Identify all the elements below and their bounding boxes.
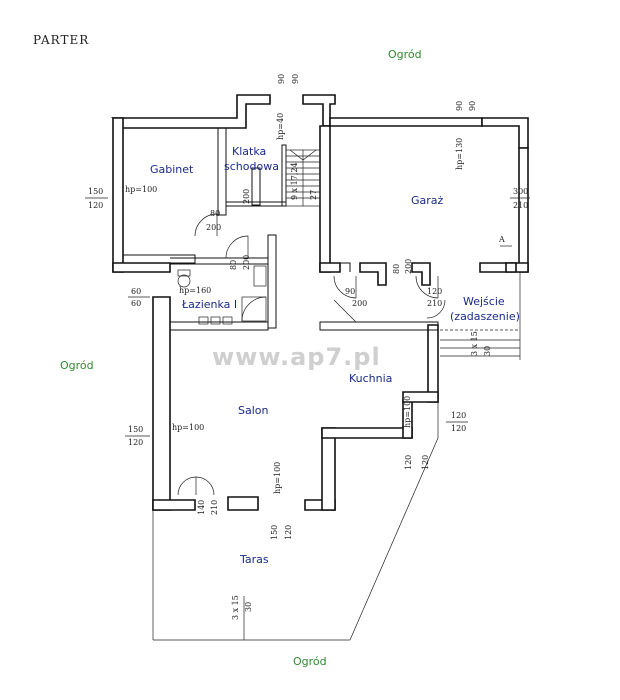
- dim-150-sal: 150: [128, 425, 143, 434]
- dim-hp100-kuch: hp=100: [403, 396, 412, 428]
- wall-right-bay: [481, 117, 529, 149]
- dim-g-90: 90: [345, 287, 355, 296]
- garden-label-left: Ogród: [60, 359, 94, 372]
- wall-gabinet-bottom: [123, 254, 196, 264]
- garden-label-bottom: Ogród: [293, 655, 327, 668]
- wall-left-lower: [152, 296, 171, 511]
- dim-hp160: hp=160: [179, 286, 211, 295]
- room-klatka-line1: Klatka: [232, 145, 266, 158]
- wall-hall-right: [281, 144, 287, 207]
- room-taras: Taras: [239, 553, 269, 566]
- wall-left-upper: [112, 117, 124, 273]
- dim-top-90-b: 90: [291, 74, 300, 84]
- sink-icon: [253, 265, 267, 287]
- dim-60-b: 60: [131, 299, 141, 308]
- dim-d-140: 140: [197, 500, 206, 515]
- shower-icon: [241, 296, 267, 322]
- wall-garage-inner: [340, 262, 351, 272]
- dim-stair: 9 x 17,24: [290, 162, 299, 200]
- section-marker-icon: A: [498, 235, 512, 247]
- staircase: [285, 149, 321, 207]
- dim-hp100-gab: hp=100: [125, 185, 157, 194]
- wall-kitchen-bottom: [321, 427, 413, 439]
- wall-gabinet-right: [217, 127, 227, 216]
- dim-t-step-b: 30: [244, 602, 253, 612]
- bathroom-fixtures: [177, 265, 267, 325]
- dim-right-90-a: 90: [455, 101, 464, 111]
- wall-salon-right: [321, 427, 336, 511]
- wall-stair-left: [251, 167, 261, 206]
- room-wejscie-line2: (zadaszenie): [450, 310, 520, 323]
- dim-stair-27: 27: [309, 190, 318, 200]
- wall-bath-bottom: [170, 321, 269, 331]
- dim-kl-200: 200: [242, 189, 251, 204]
- svg-text:A: A: [498, 235, 505, 244]
- wall-garage-front-c: [411, 262, 431, 286]
- dimension-labels: 90 90 90 90 hp=40 hp=130 9 x 17,24 27 30…: [85, 74, 530, 620]
- wall-entrance-post: [505, 262, 517, 273]
- dim-300: 300: [513, 187, 528, 196]
- dim-b-120: 120: [284, 525, 293, 540]
- dim-b-150: 150: [270, 525, 279, 540]
- dim-d-210: 210: [210, 500, 219, 515]
- plan-title: PARTER: [33, 33, 89, 47]
- dim-top-90-a: 90: [277, 74, 286, 84]
- dim-hp100-s2: hp=100: [273, 462, 282, 494]
- toilet-icon: [177, 274, 191, 288]
- dim-g-200b: 200: [404, 259, 413, 274]
- dim-k-120-c: 120: [404, 455, 413, 470]
- wall-bottom-left: [152, 499, 196, 511]
- exterior-walls: [111, 94, 529, 511]
- dim-hp40: hp=40: [276, 113, 285, 140]
- room-garaz: Garaż: [411, 194, 444, 207]
- room-kuchnia: Kuchnia: [349, 372, 392, 385]
- dim-210: 210: [513, 201, 528, 210]
- dim-60-a: 60: [131, 287, 141, 296]
- dim-g-80: 80: [392, 264, 401, 274]
- dim-w-210: 210: [427, 299, 442, 308]
- terrace-outline: [152, 272, 521, 641]
- wall-top-left: [111, 94, 271, 129]
- dim-gab-80: 80: [210, 209, 220, 218]
- room-gabinet: Gabinet: [150, 163, 194, 176]
- dim-k-120-d: 120: [421, 455, 430, 470]
- wall-left-mid: [112, 262, 171, 273]
- dim-step-b: 30: [483, 346, 492, 356]
- dim-k-120-b: 120: [451, 424, 466, 433]
- wall-bottom-mid: [227, 496, 259, 511]
- wall-kitchen-top: [319, 321, 439, 331]
- room-salon: Salon: [238, 404, 269, 417]
- dim-hp130: hp=130: [455, 138, 464, 170]
- room-lazienka: Łazienka I: [181, 298, 237, 311]
- garden-label-top: Ogród: [388, 48, 422, 61]
- watermark: www.ap7.pl: [212, 343, 381, 371]
- room-wejscie-line1: Wejście: [463, 295, 505, 308]
- wall-bath-top: [170, 257, 269, 265]
- dim-150-gab: 150: [88, 187, 103, 196]
- dim-right-90-b: 90: [468, 101, 477, 111]
- dim-gab-200: 200: [206, 223, 221, 232]
- wall-right-outer: [518, 147, 529, 273]
- dim-k-120-a: 120: [451, 411, 466, 420]
- room-klatka-line2: schodowa: [224, 160, 279, 173]
- dim-laz-80: 80: [229, 260, 238, 270]
- dim-120-sal: 120: [128, 438, 143, 447]
- wall-garage-left: [319, 125, 331, 273]
- dim-hp100-sal: hp=100: [172, 423, 204, 432]
- dim-120-gab: 120: [88, 201, 103, 210]
- wall-top-right: [329, 117, 483, 127]
- wall-garage-front-a: [319, 262, 341, 273]
- dim-w-120: 120: [427, 287, 442, 296]
- dim-step-a: 3 x 15: [470, 331, 479, 356]
- dim-laz-200: 200: [242, 255, 251, 270]
- doors: [177, 213, 446, 496]
- dim-t-step-a: 3 x 15: [231, 595, 240, 620]
- wall-garage-front-b: [359, 262, 387, 286]
- wall-bath-right: [267, 234, 277, 329]
- dim-g-200: 200: [352, 299, 367, 308]
- wall-garage-bottom: [479, 262, 529, 273]
- wall-kitchen-right: [427, 324, 439, 403]
